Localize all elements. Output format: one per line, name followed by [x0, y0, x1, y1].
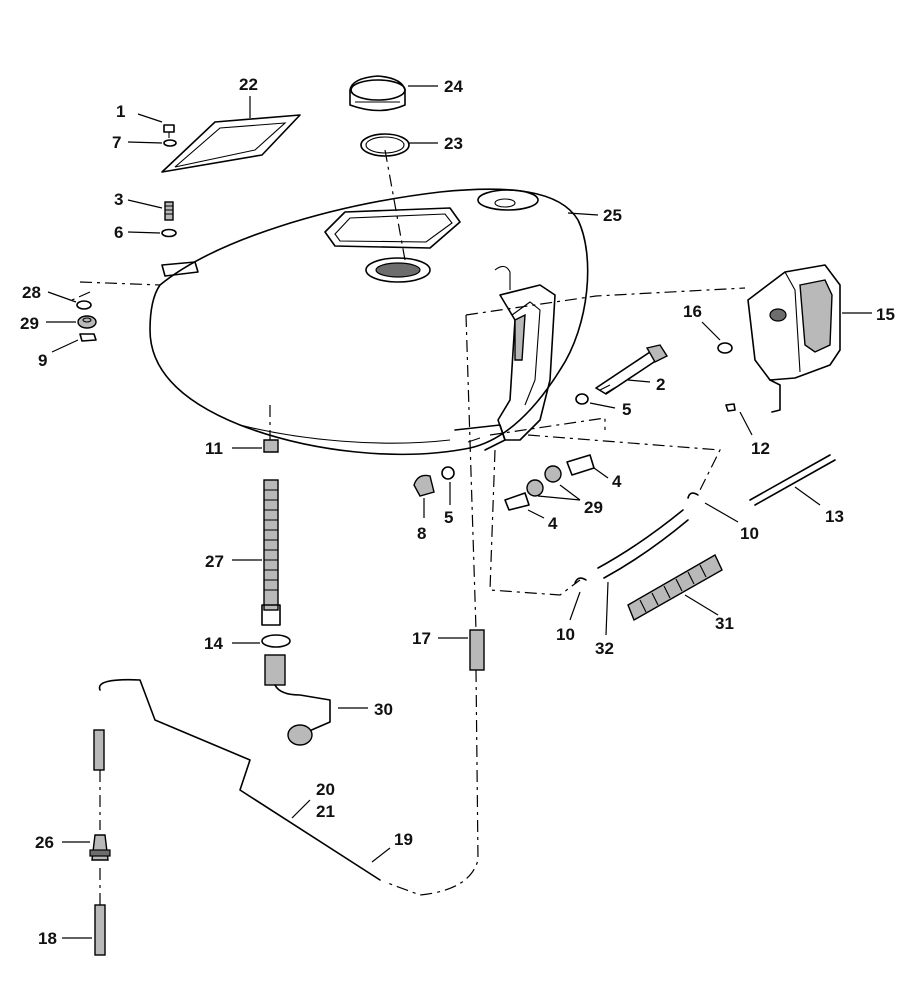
callout-29-lower: 29 [584, 498, 603, 517]
washer-6[interactable] [161, 228, 177, 238]
callout-14: 14 [204, 634, 223, 653]
callout-5: 5 [622, 400, 631, 419]
callout-20: 20 [316, 780, 335, 799]
grommets-29[interactable] [526, 465, 562, 497]
clamp-11[interactable] [263, 439, 279, 453]
leader-lines [46, 85, 872, 939]
washer-5-right[interactable] [575, 393, 589, 405]
callout-19: 19 [394, 830, 413, 849]
callout-2: 2 [656, 375, 665, 394]
o-ring-14[interactable] [261, 634, 291, 648]
callout-16: 16 [683, 302, 702, 321]
callout-17: 17 [412, 629, 431, 648]
cable-strap-13[interactable] [749, 454, 836, 506]
callout-30: 30 [374, 700, 393, 719]
callout-4: 4 [612, 472, 622, 491]
callout-13: 13 [825, 507, 844, 526]
callout-10: 10 [740, 524, 759, 543]
callout-10-lower: 10 [556, 625, 575, 644]
callout-29: 29 [20, 314, 39, 333]
callout-24: 24 [444, 77, 463, 96]
washer-16[interactable] [717, 342, 733, 354]
callout-6: 6 [114, 223, 123, 242]
callout-32: 32 [595, 639, 614, 658]
fuel-line-27[interactable] [261, 479, 281, 626]
fuel-rod-20-21[interactable] [93, 678, 381, 881]
callout-25: 25 [603, 206, 622, 225]
callout-3: 3 [114, 190, 123, 209]
callout-27: 27 [205, 552, 224, 571]
callout-11: 11 [205, 439, 223, 458]
callout-9: 9 [38, 351, 47, 370]
fuel-cap[interactable] [349, 75, 406, 112]
bolt-2[interactable] [595, 344, 669, 395]
callout-18: 18 [38, 929, 57, 948]
assembly-dashed-lines [71, 149, 746, 905]
callout-7: 7 [112, 133, 121, 152]
gauge-gasket[interactable] [161, 114, 301, 173]
callout-5-lower: 5 [444, 508, 453, 527]
screw-12[interactable] [725, 403, 736, 412]
spacer-4-lower[interactable] [504, 492, 530, 511]
callout-labels: 1 7 22 24 23 3 6 25 28 29 9 16 15 2 5 12… [20, 75, 895, 948]
bracket-17[interactable] [469, 629, 485, 671]
callout-28: 28 [22, 283, 41, 302]
fuel-valve-26[interactable] [89, 834, 111, 861]
washer-5-lower[interactable] [441, 466, 455, 480]
callout-4-lower: 4 [548, 514, 558, 533]
fuel-tank[interactable] [149, 188, 589, 456]
acorn-nut-8[interactable] [413, 474, 435, 497]
callout-22: 22 [239, 75, 258, 94]
tube-18[interactable] [94, 904, 106, 956]
screw-3[interactable] [164, 201, 174, 221]
hose-clamp-10-upper[interactable] [687, 492, 699, 499]
callout-21: 21 [316, 802, 335, 821]
spring-guard-31[interactable] [627, 554, 723, 622]
screw-1[interactable] [163, 124, 175, 138]
nut-9[interactable] [79, 333, 97, 342]
petcock-30[interactable] [264, 654, 331, 746]
callout-1: 1 [116, 102, 125, 121]
callout-23: 23 [444, 134, 463, 153]
vent-hose-32[interactable] [597, 509, 689, 579]
washer-28[interactable] [76, 300, 92, 310]
hose-clamp-10-lower[interactable] [574, 577, 587, 584]
callout-15: 15 [876, 305, 895, 324]
callout-12: 12 [751, 439, 770, 458]
spacer-4-upper[interactable] [566, 454, 595, 476]
grommet-29-left[interactable] [77, 315, 97, 329]
callout-26: 26 [35, 833, 54, 852]
side-cover[interactable] [747, 264, 841, 413]
callout-8: 8 [417, 524, 426, 543]
callout-31: 31 [715, 614, 734, 633]
cap-gasket[interactable] [360, 133, 410, 157]
washer-7[interactable] [163, 139, 177, 147]
